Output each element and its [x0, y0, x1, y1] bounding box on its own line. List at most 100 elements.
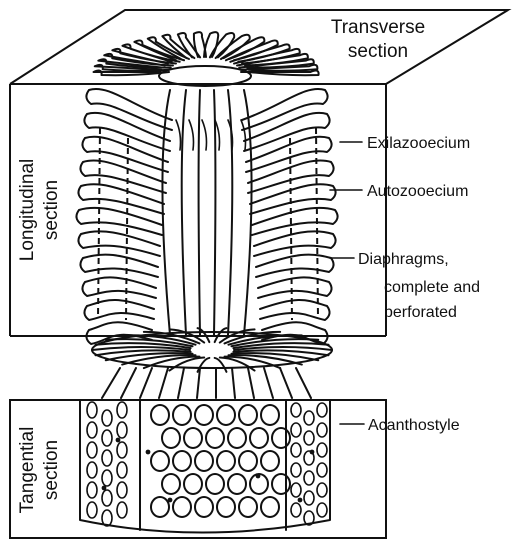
exilazooecium-cell [102, 510, 112, 526]
exilazooecium-cell [102, 410, 112, 426]
autozooecium-cell [228, 428, 246, 448]
exilazooecium-cell [317, 503, 327, 517]
autozooecium-cell [151, 451, 169, 471]
lower-tube-stub [140, 368, 152, 398]
lower-tube-stub [296, 368, 311, 398]
svg-text:section: section [348, 41, 408, 62]
autozooecium-cell [250, 428, 268, 448]
exilazooecium-cell [87, 502, 97, 518]
right-arching-zooecium [260, 300, 330, 320]
exilazooecium-cell [102, 450, 112, 466]
lower-tube-stub [248, 368, 254, 398]
left-arching-zooecium [82, 137, 168, 172]
diaphragm-dashes [126, 138, 128, 320]
exilazooecium-cell [117, 462, 127, 478]
acanthostyle-dot [168, 498, 173, 503]
autozooecium-cell [151, 497, 169, 517]
svg-text:Tangential: Tangential [17, 427, 38, 514]
left-arching-zooecium [76, 208, 162, 235]
diaphragm-dashes [290, 138, 292, 320]
exilazooecium-cell [291, 423, 301, 437]
lower-tube-stub [264, 368, 273, 398]
tangential-cells [80, 400, 330, 533]
exilazooecium-cell [304, 471, 314, 485]
right-arching-zooecium [258, 277, 332, 298]
autozooecium-cell [206, 474, 224, 494]
autozooecium-cell [228, 474, 246, 494]
exilazooecium-cell [117, 402, 127, 418]
autozooecium-cell [173, 451, 191, 471]
right-arching-zooecium [256, 255, 334, 277]
left-arching-zooecium [80, 255, 158, 277]
autozooecium-cell [162, 474, 180, 494]
exilazooecium-cell [304, 431, 314, 445]
exilazooecium-cell [317, 443, 327, 457]
acanthostyle-dot [146, 450, 151, 455]
left-arching-zooecium [86, 322, 152, 344]
exilazooecium-cell [102, 470, 112, 486]
label-acanthostyle: Acanthostyle [368, 417, 460, 434]
transverse-zooecia-ring [94, 32, 319, 86]
exilazooecium-cell [87, 422, 97, 438]
arching-zooecia-right [242, 89, 338, 344]
left-arching-zooecium [80, 160, 166, 193]
left-arching-zooecium [82, 277, 156, 298]
acanthostyle-dot [256, 474, 261, 479]
autozooecium-cell [239, 497, 257, 517]
label-exilazooecium: Exilazooecium [367, 135, 470, 152]
right-arching-zooecium [252, 208, 338, 235]
acanthostyle-dot [116, 438, 121, 443]
autozooecium-cell [195, 451, 213, 471]
svg-text:complete and: complete and [384, 279, 480, 296]
lower-zooecium [92, 347, 190, 350]
autozooecium-cell [173, 497, 191, 517]
svg-text:Transverse: Transverse [331, 17, 425, 38]
lower-tube-stub [102, 368, 120, 398]
exilazooecium-cell [304, 411, 314, 425]
lower-zooecium [234, 347, 332, 350]
acanthostyle-dot [102, 486, 107, 491]
autozooecium-cell [151, 405, 169, 425]
autozooecium-cell [239, 405, 257, 425]
autozooecium-cell [162, 428, 180, 448]
diaphragm-dashes [316, 128, 318, 318]
label-transverse-section: Transverse section [331, 17, 425, 62]
lower-tube-stub [232, 368, 235, 398]
left-arching-zooecium [84, 300, 154, 320]
exilazooecium-cell [317, 423, 327, 437]
autozooecium-cell [217, 405, 235, 425]
label-diaphragms: Diaphragms, complete and perforated [358, 251, 480, 321]
svg-text:section: section [41, 440, 62, 500]
autozooecium-cell [206, 428, 224, 448]
svg-text:section: section [41, 180, 62, 240]
exilazooecium-cell [291, 503, 301, 517]
exilazooecium-cell [117, 482, 127, 498]
autozooecium-cell [217, 451, 235, 471]
exilazooecium-cell [87, 482, 97, 498]
autozooecium-cell [195, 497, 213, 517]
autozooecium-cell [195, 405, 213, 425]
svg-text:Diaphragms,: Diaphragms, [358, 251, 449, 268]
exilazooecium-cell [102, 430, 112, 446]
exilazooecium-cell [117, 442, 127, 458]
autozooecium-cell [261, 451, 279, 471]
lower-ring-outline [92, 332, 332, 368]
autozooecium-wall [199, 90, 200, 335]
exilazooecium-cell [291, 403, 301, 417]
label-autozooecium: Autozooecium [367, 183, 468, 200]
autozooecium-cell [184, 474, 202, 494]
right-arching-zooecium [246, 137, 332, 172]
acanthostyle-dot [298, 498, 303, 503]
tube-branch [241, 120, 246, 150]
lower-tube-stub [178, 368, 184, 398]
tube-branch [176, 120, 181, 150]
label-tangential-section: Tangential section [17, 427, 62, 514]
exilazooecium-cell [117, 502, 127, 518]
tube-branch [202, 120, 207, 150]
label-longitudinal-section: Longitudinal section [17, 159, 62, 261]
autozooecium-cell [239, 451, 257, 471]
autozooecium-cell [261, 497, 279, 517]
exilazooecium-cell [317, 463, 327, 477]
exilazooecium-cell [87, 442, 97, 458]
